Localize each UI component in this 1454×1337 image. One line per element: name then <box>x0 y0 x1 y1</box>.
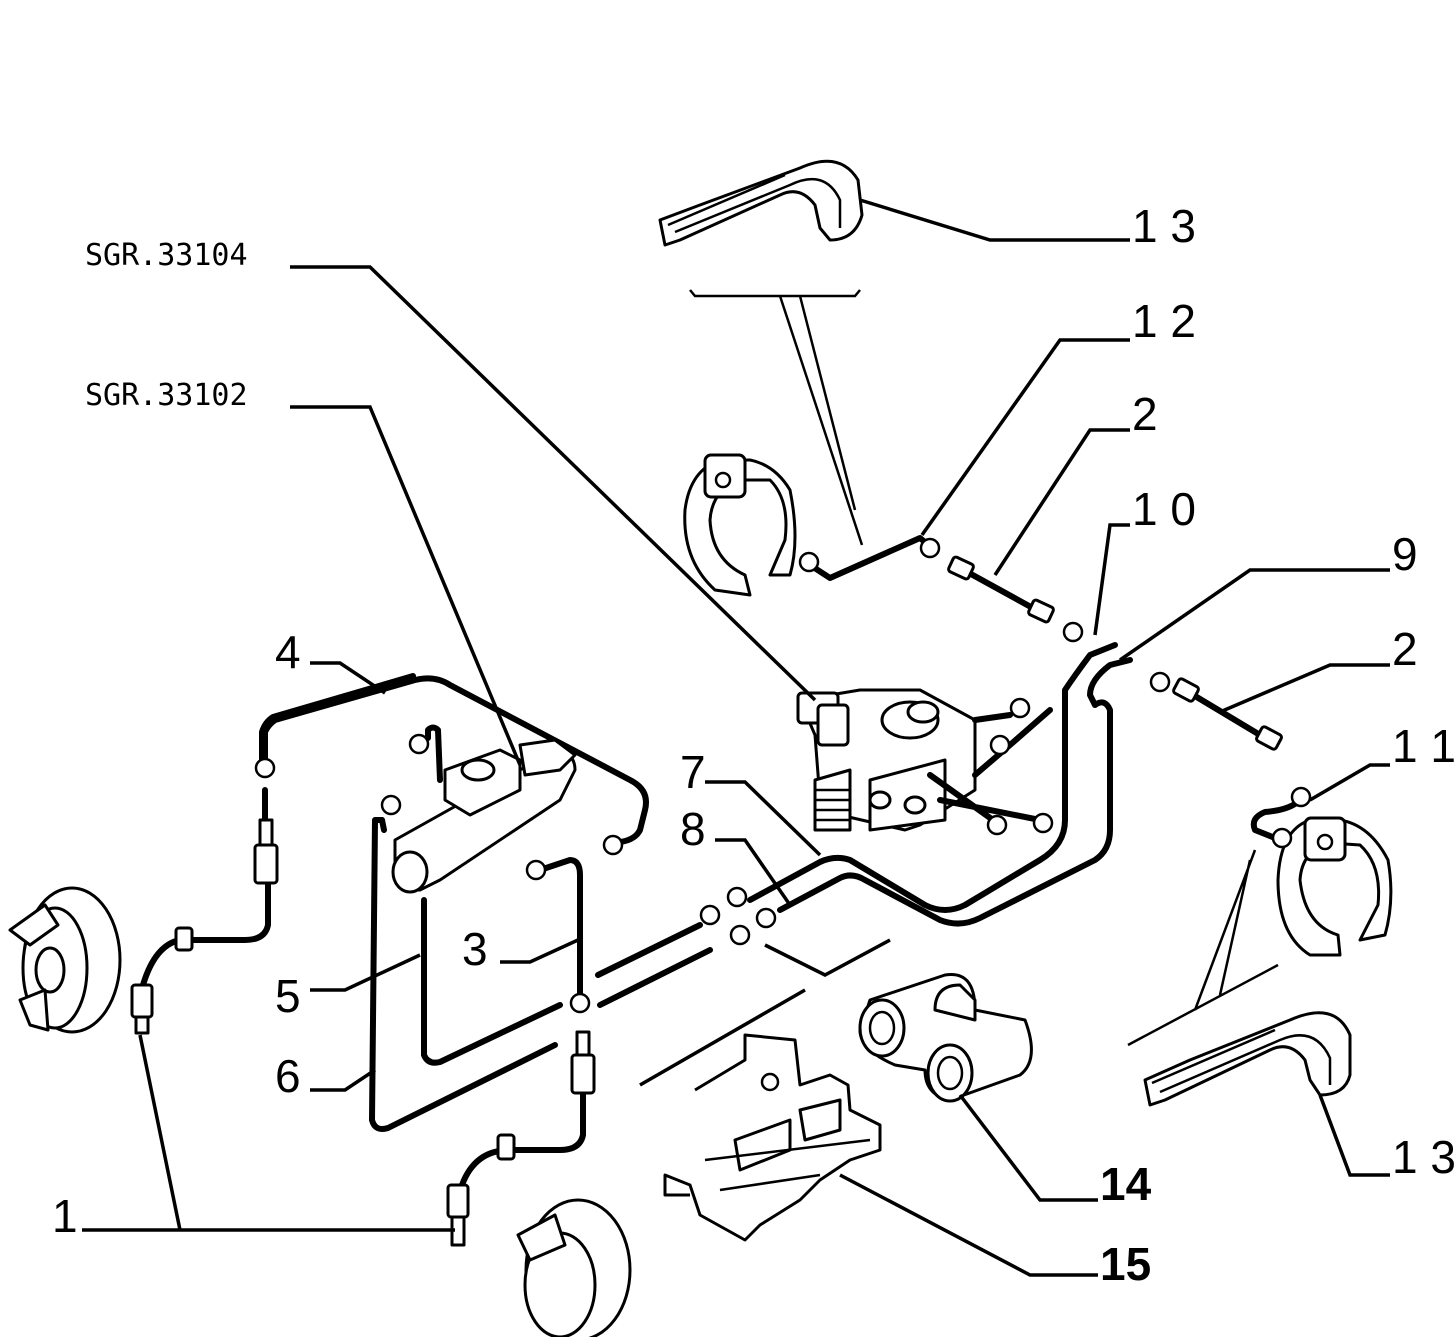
brake-pipe-12 <box>807 535 935 581</box>
flexible-hose-left <box>130 787 279 1035</box>
master-cylinder <box>391 738 577 894</box>
callout-5: 5 <box>275 970 301 1022</box>
brake-pipe-11 <box>1250 797 1303 843</box>
brake-pipe-7 <box>595 642 1118 978</box>
reference-sgr-33104: SGR.33104 <box>85 238 248 273</box>
clip-retainer-top <box>658 159 864 247</box>
flexible-hose-rear-right <box>1172 677 1283 751</box>
hose-clamp-right <box>1276 816 1393 957</box>
callout-13-top: 1 3 <box>1132 200 1196 252</box>
brake-pipe-5 <box>421 724 563 1066</box>
callout-1: 1 <box>52 1190 78 1242</box>
flexible-hose-right <box>446 1030 596 1247</box>
callout-11: 1 1 <box>1392 720 1454 772</box>
leader-bracket-top <box>689 289 864 546</box>
callout-8: 8 <box>680 803 706 855</box>
brake-pipe-4b <box>259 673 416 773</box>
callout-7: 7 <box>680 746 706 798</box>
callout-2-right: 2 <box>1392 623 1418 675</box>
proportioning-valve <box>796 688 977 832</box>
callout-10: 1 0 <box>1132 483 1196 535</box>
callout-14: 14 <box>1100 1158 1152 1210</box>
callout-13-bottom: 1 3 <box>1392 1131 1454 1183</box>
callout-9: 9 <box>1392 528 1418 580</box>
flexible-hose-rear-top <box>947 555 1055 624</box>
union-connector <box>858 972 1033 1103</box>
callout-3: 3 <box>462 923 488 975</box>
brake-disc-left <box>8 886 122 1034</box>
reference-sgr-33102: SGR.33102 <box>85 378 248 413</box>
clip-retainer-bottom <box>1143 1011 1352 1107</box>
callout-12: 1 2 <box>1132 295 1196 347</box>
brake-pipe-3 <box>537 857 583 1003</box>
brake-pipe-8 <box>597 657 1133 1008</box>
leader-lines <box>82 198 1390 1277</box>
brake-pipe-6 <box>369 817 558 1132</box>
joint-markers <box>254 537 1312 1014</box>
leader-bracket-bottom <box>1127 849 1279 1047</box>
hose-clamp-left <box>683 453 797 597</box>
brake-pipe-4 <box>262 675 649 845</box>
callout-4: 4 <box>275 626 301 678</box>
brake-disc-right <box>516 1198 632 1337</box>
bracket-plate <box>663 1033 882 1242</box>
callout-6: 6 <box>275 1050 301 1102</box>
callout-2-top: 2 <box>1132 388 1158 440</box>
callout-15: 15 <box>1100 1238 1151 1290</box>
